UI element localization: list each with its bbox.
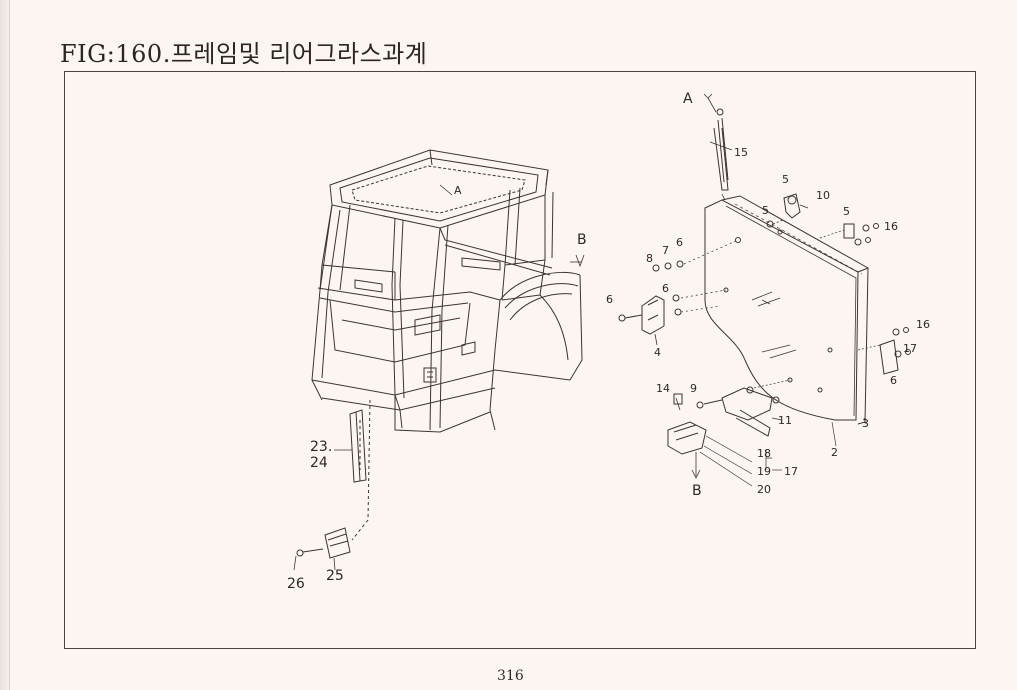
- callout-5a: 5: [782, 173, 789, 186]
- callout-4: 4: [654, 346, 661, 359]
- callout-16b: 16: [916, 318, 930, 331]
- callout-16a: 16: [884, 220, 898, 233]
- callout-17b: 17: [784, 465, 798, 478]
- rear-glass-assembly: [575, 93, 911, 487]
- callout-b-cab: B: [577, 232, 587, 248]
- callout-6d: 6: [890, 374, 897, 387]
- callout-2: 2: [831, 446, 838, 459]
- callout-a-cab: A: [454, 184, 462, 197]
- page-edge-strip: [0, 0, 10, 690]
- callout-8: 8: [646, 252, 653, 265]
- figure-title: FIG:160.프레임및 리어그라스과계: [60, 40, 428, 68]
- callout-25: 25: [326, 568, 344, 584]
- callout-5c: 5: [843, 205, 850, 218]
- callout-18: 18: [757, 447, 771, 460]
- callout-15: 15: [734, 146, 748, 159]
- callout-6c: 6: [606, 293, 613, 306]
- page-number: 316: [497, 668, 524, 684]
- callout-23: 23.: [310, 439, 332, 455]
- diagram-frame: [64, 71, 976, 649]
- callout-b-bottom: B: [692, 483, 702, 499]
- callout-17a: 17: [903, 342, 917, 355]
- callout-9: 9: [690, 382, 697, 395]
- callout-24: 24: [310, 455, 328, 471]
- callout-5b: 5: [762, 204, 769, 217]
- weather-strip-part: [334, 409, 367, 483]
- callout-6a: 6: [676, 236, 683, 249]
- callout-19: 19: [757, 465, 771, 478]
- callout-3: 3: [862, 417, 869, 430]
- cab-frame: [311, 149, 583, 541]
- callout-labels: A A B B 15 5 10 5 5 16 8 7 6 6 6 4 16 17…: [287, 91, 930, 592]
- callout-20: 20: [757, 483, 771, 496]
- callout-11: 11: [778, 414, 792, 427]
- callout-10: 10: [816, 189, 830, 202]
- callout-a-top: A: [683, 91, 693, 107]
- callout-14: 14: [656, 382, 670, 395]
- callout-26: 26: [287, 576, 305, 592]
- bracket-part: [293, 527, 351, 571]
- callout-7: 7: [662, 244, 669, 257]
- callout-6b: 6: [662, 282, 669, 295]
